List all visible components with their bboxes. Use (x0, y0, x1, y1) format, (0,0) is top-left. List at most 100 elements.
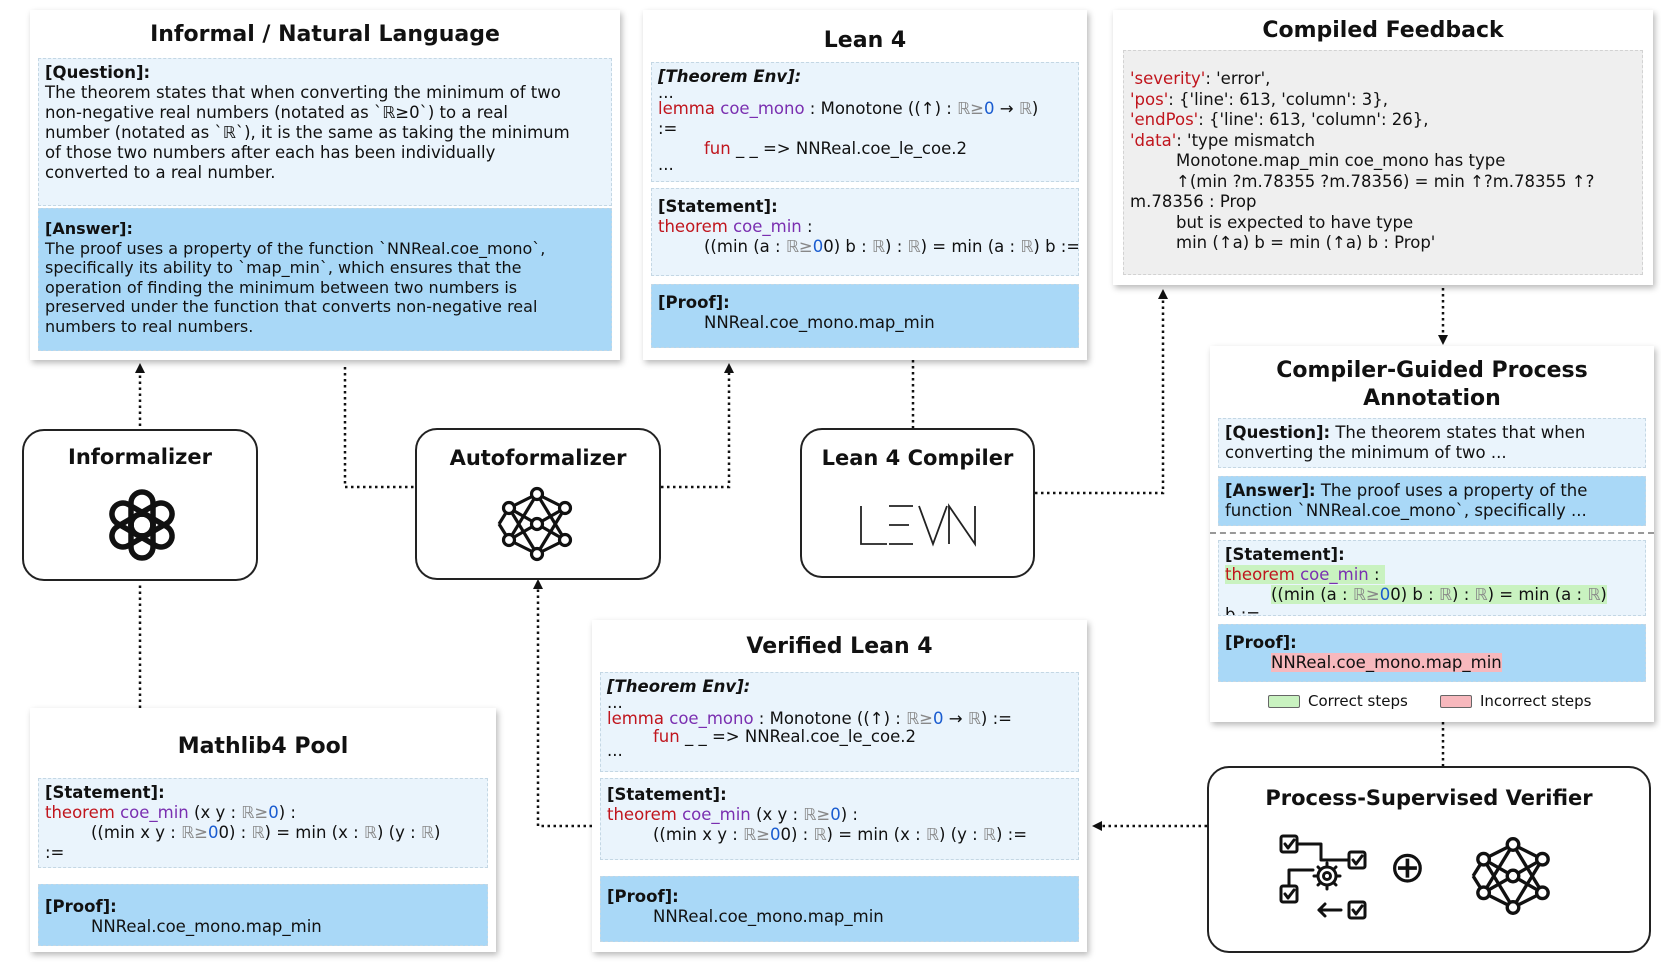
plus-icon: ⊕ (1389, 842, 1426, 893)
informal-question-section: [Question]: The theorem states that when… (38, 58, 612, 206)
code-part: 0) b : (1390, 585, 1439, 604)
type-r: ℝ (251, 823, 265, 842)
arrow-autoformalizer-to-lean4 (661, 363, 734, 489)
statement-label: [Statement]: (658, 197, 778, 216)
close-paren: ) (278, 803, 286, 822)
process-steps-icon (1279, 834, 1367, 920)
legend-correct-swatch (1268, 694, 1300, 708)
theorem-line: theorem coe_min (x y : ℝ≥0) : (607, 805, 1072, 825)
lean4-panel-title: Lean 4 (823, 28, 907, 53)
key-endpos: 'endPos' (1130, 110, 1199, 129)
fun-keyword: fun (704, 139, 731, 158)
ellipsis: ... (607, 693, 623, 712)
theorem-keyword: theorem (607, 805, 677, 824)
feedback-msg-line: ↑(min ?m.78355 ?m.78356) = min ↑?m.78355… (1176, 171, 1595, 191)
fun-body: _ _ => NNReal.coe_le_coe.2 (679, 727, 916, 746)
num-zero: 0 (933, 709, 944, 728)
theorem-name: coe_min (733, 217, 802, 236)
theorem-keyword: theorem (658, 217, 728, 236)
feedback-panel: Compiled Feedback 'severity': 'error', '… (1113, 10, 1653, 285)
question-text: The theorem states that when (1330, 423, 1586, 442)
num-zero: 0 (812, 237, 824, 256)
theorem-name: coe_min (120, 803, 189, 822)
type-rge: ℝ≥ (906, 709, 933, 728)
lemma-name: coe_mono (720, 99, 805, 118)
answer-line: specifically its ability to `map_min`, w… (45, 258, 522, 277)
informal-panel: Informal / Natural Language [Question]: … (30, 10, 620, 360)
type-rge: ℝ≥ (957, 99, 984, 118)
arrow-text: → (994, 99, 1019, 118)
theorem-line: theorem coe_min : (658, 217, 1072, 237)
legend-incorrect: Incorrect steps (1440, 692, 1591, 710)
answer-label: [Answer]: (1225, 481, 1316, 500)
legend-correct-label: Correct steps (1308, 692, 1408, 710)
num-zero: 0 (1379, 585, 1391, 604)
mathlib-panel-title: Mathlib4 Pool (177, 734, 349, 759)
type-r: ℝ (982, 825, 996, 844)
openai-logo-icon (109, 489, 175, 561)
assign-line: := (658, 119, 678, 138)
feedback-msg-line: but is expected to have type (1176, 212, 1414, 232)
theorem-keyword: theorem (1225, 565, 1295, 584)
feedback-data: 'data': 'type mismatch (1130, 131, 1636, 152)
arrow-text: → (943, 709, 968, 728)
proof-label: [Proof]: (45, 897, 117, 916)
code-part: ) (y : (376, 823, 421, 842)
code-part: ) := (996, 825, 1028, 844)
question-line: non-negative real numbers (notated as `ℝ… (45, 103, 508, 122)
code-part: ) = min (a : (1487, 585, 1588, 604)
annotation-statement-section: [Statement]: theorem coe_min : ((min (a … (1218, 540, 1646, 616)
answer-line: operation of finding the minimum between… (45, 277, 518, 297)
value-endpos: : {'line': 613, 'column': 26}, (1198, 110, 1429, 129)
answer-line: preserved under the function that conver… (45, 297, 538, 316)
lemma-signature: : Monotone ((↑) : (804, 99, 958, 118)
code-part: ) (y : (938, 825, 983, 844)
lemma-line: lemma coe_mono : Monotone ((↑) : ℝ≥0 → ℝ… (658, 99, 1072, 119)
code-part: ) = min (x : (264, 823, 364, 842)
lemma-signature: : Monotone ((↑) : (753, 709, 907, 728)
annotation-question-line2: converting the minimum of two ... (1225, 443, 1507, 462)
lemma-line: lemma coe_mono : Monotone ((↑) : ℝ≥0 → ℝ… (607, 709, 1072, 729)
verified-env-section: [Theorem Env]: ... lemma coe_mono : Mono… (600, 672, 1079, 772)
type-r: ℝ (813, 825, 827, 844)
fun-line: fun _ _ => NNReal.coe_le_coe.2 (658, 139, 1072, 159)
feedback-msg-line: Monotone.map_min coe_mono has type (1176, 151, 1506, 170)
feedback-severity: 'severity': 'error', (1130, 69, 1636, 90)
proof-text: NNReal.coe_mono.map_min (91, 917, 322, 936)
value-pos: : {'line': 613, 'column': 3}, (1168, 89, 1389, 109)
answer-line: The proof uses a property of the functio… (45, 238, 546, 258)
lemma-keyword: lemma (658, 99, 715, 118)
code-part: ) b := (1033, 237, 1079, 256)
statement-label: [Statement]: (1225, 545, 1345, 564)
mathlib-panel: Mathlib4 Pool [Statement]: theorem coe_m… (30, 708, 496, 952)
code-part: ) = min (x : (826, 825, 926, 844)
incorrect-highlight: NNReal.coe_mono.map_min (1271, 653, 1502, 672)
code-part: ) = min (a : (920, 237, 1021, 256)
value-severity: : 'error', (1205, 69, 1271, 88)
sig-tail: ) := (980, 709, 1012, 728)
type-r: ℝ (1020, 237, 1034, 256)
key-pos: 'pos' (1130, 89, 1169, 109)
mathlib-statement-section: [Statement]: theorem coe_min (x y : ℝ≥0)… (38, 778, 488, 868)
proof-text: NNReal.coe_mono.map_min (653, 907, 884, 926)
fun-body: _ _ => NNReal.coe_le_coe.2 (730, 139, 967, 158)
informal-answer-section: [Answer]: The proof uses a property of t… (38, 208, 612, 351)
type-r: ℝ (1474, 585, 1488, 604)
lean4-statement-section: [Statement]: theorem coe_min : ((min (a … (651, 188, 1079, 276)
arrow-compiler-to-feedback (1035, 289, 1168, 495)
type-r: ℝ (925, 825, 939, 844)
colon-text: : (847, 805, 858, 824)
assign-line: b := (1225, 605, 1261, 616)
autoformalizer-title: Autoformalizer (449, 446, 627, 470)
num-zero: 0 (984, 99, 995, 118)
theorem-line: theorem coe_min : (1225, 565, 1639, 585)
num-zero: 0 (769, 825, 781, 844)
type-rge: ℝ≥ (241, 803, 269, 822)
informalizer-title: Informalizer (68, 445, 212, 469)
code-part: (x y : (750, 805, 804, 824)
type-r: ℝ (1438, 585, 1453, 604)
question-line: converted to a real number. (45, 163, 276, 182)
annotation-answer-line2: function `NNReal.coe_mono`, specifically… (1225, 501, 1587, 520)
type-r: ℝ (871, 237, 886, 256)
code-part: ((min x y : (653, 825, 744, 844)
